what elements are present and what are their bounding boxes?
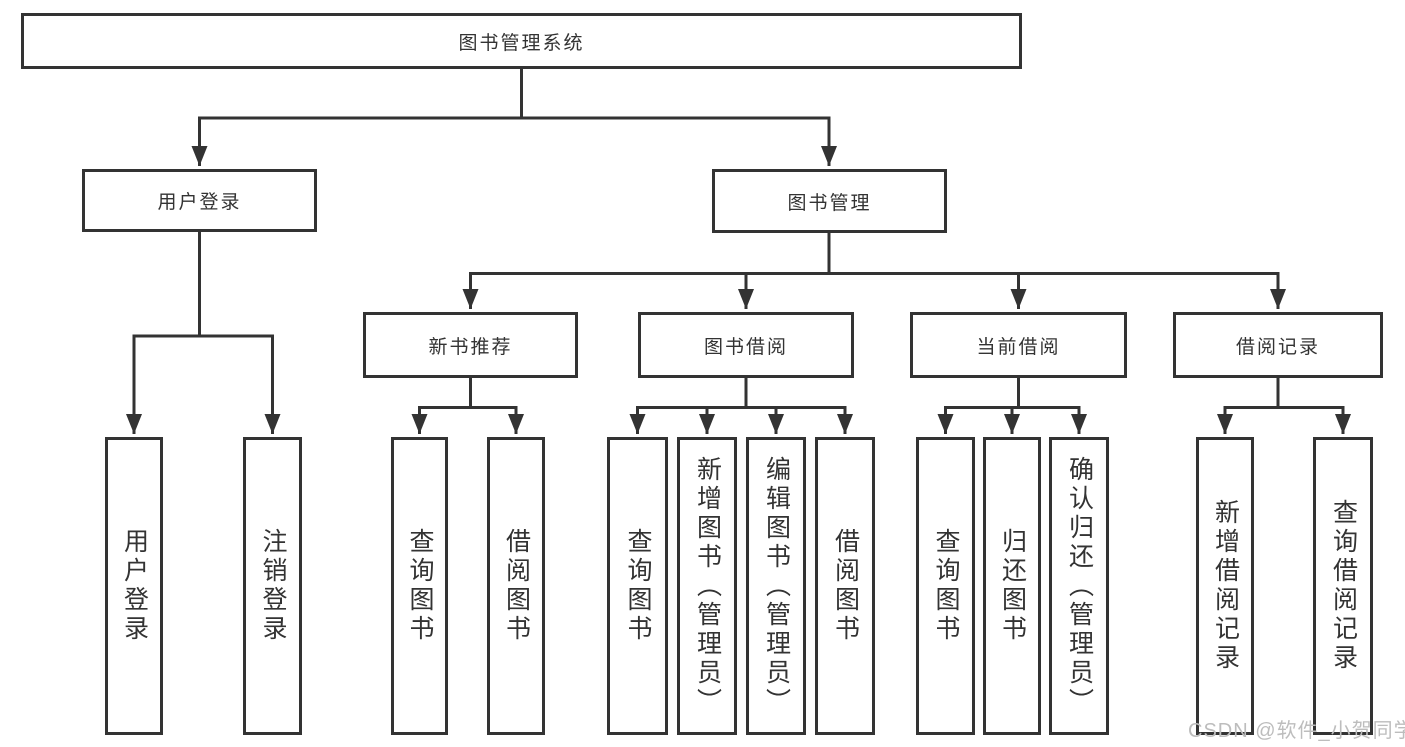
leaf-borrowing-edit-books-admin: 编辑图书（管理员） — [746, 437, 806, 735]
leaf-borrowing-add-books-admin: 新增图书（管理员） — [677, 437, 737, 735]
node-new-book-recommendation: 新书推荐 — [363, 312, 578, 378]
csdn-watermark: CSDN @软件_小贺同学 — [1188, 720, 1405, 742]
leaf-borrowing-query-books: 查询图书 — [607, 437, 668, 735]
leaf-current-confirm-return-admin: 确认归还（管理员） — [1049, 437, 1109, 735]
leaf-records-query-borrow-record: 查询借阅记录 — [1313, 437, 1373, 735]
leaf-recommend-borrow-books: 借阅图书 — [487, 437, 545, 735]
node-library-management-system: 图书管理系统 — [21, 13, 1022, 69]
leaf-logout: 注销登录 — [243, 437, 302, 735]
leaf-records-add-borrow-record: 新增借阅记录 — [1196, 437, 1254, 735]
node-current-borrowing: 当前借阅 — [910, 312, 1127, 378]
leaf-user-login: 用户登录 — [105, 437, 163, 735]
leaf-recommend-query-books: 查询图书 — [391, 437, 448, 735]
node-user-login: 用户登录 — [82, 169, 317, 232]
node-borrowing-records: 借阅记录 — [1173, 312, 1383, 378]
leaf-current-return-books: 归还图书 — [983, 437, 1041, 735]
leaf-borrowing-borrow-books: 借阅图书 — [815, 437, 875, 735]
leaf-current-query-books: 查询图书 — [916, 437, 975, 735]
node-book-borrowing: 图书借阅 — [638, 312, 854, 378]
node-book-management: 图书管理 — [712, 169, 947, 233]
